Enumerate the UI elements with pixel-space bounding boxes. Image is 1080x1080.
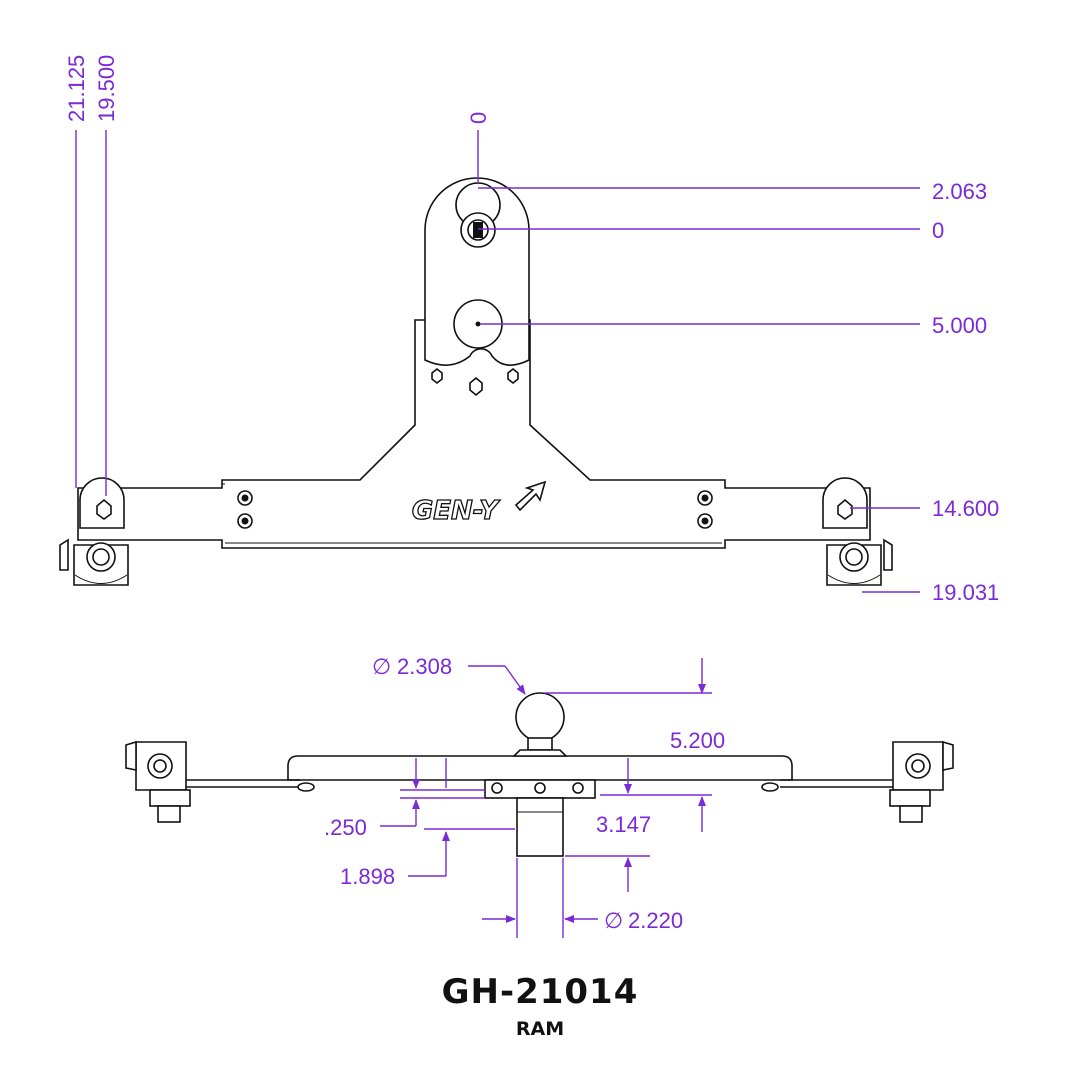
dim-ball-zero: 0	[932, 218, 944, 243]
left-side-bracket	[125, 740, 191, 823]
dim-left-top: 21.125	[64, 55, 89, 122]
top-view: GEN-Y	[59, 177, 893, 586]
dim-ball-dia: 2.308	[397, 654, 452, 679]
shank	[516, 797, 564, 857]
left-mount-bracket	[59, 477, 129, 586]
dim-rail-bottom: 19.031	[932, 580, 999, 605]
gooseneck-arm	[424, 177, 530, 366]
dim-ball-top: 2.063	[932, 179, 987, 204]
dim-ball-height: 5.200	[670, 728, 725, 753]
dim-post-dia-symbol: ∅	[604, 908, 623, 933]
dim-ball-dia-symbol: ∅	[372, 654, 391, 679]
side-view	[125, 692, 954, 857]
hitch-ball	[515, 692, 565, 742]
cross-rail	[77, 319, 871, 549]
model-number: GH-21014	[441, 972, 639, 1012]
right-side-bracket	[889, 740, 954, 823]
dim-shank: 3.147	[596, 812, 651, 837]
dim-left-second: 19.500	[94, 55, 119, 122]
dim-rail-bolt: 14.600	[932, 496, 999, 521]
top-view-dimensions: 21.125 19.500 0 2.063 0 5.000 14.600 19.…	[64, 55, 999, 605]
dim-receiver: 1.898	[340, 864, 395, 889]
side-view-dimensions: ∅ 2.308 5.200 .250 3.147 1.898 ∅ 2.220	[324, 654, 725, 938]
right-mount-bracket	[822, 477, 893, 586]
dim-plate: .250	[324, 815, 367, 840]
fitment-label: RAM	[515, 1018, 565, 1040]
dim-ball-center: 5.000	[932, 313, 987, 338]
dim-top-zero: 0	[466, 112, 491, 124]
dim-post-dia: 2.220	[628, 908, 683, 933]
base-plate	[287, 755, 793, 781]
logo-text: GEN-Y	[412, 496, 501, 526]
